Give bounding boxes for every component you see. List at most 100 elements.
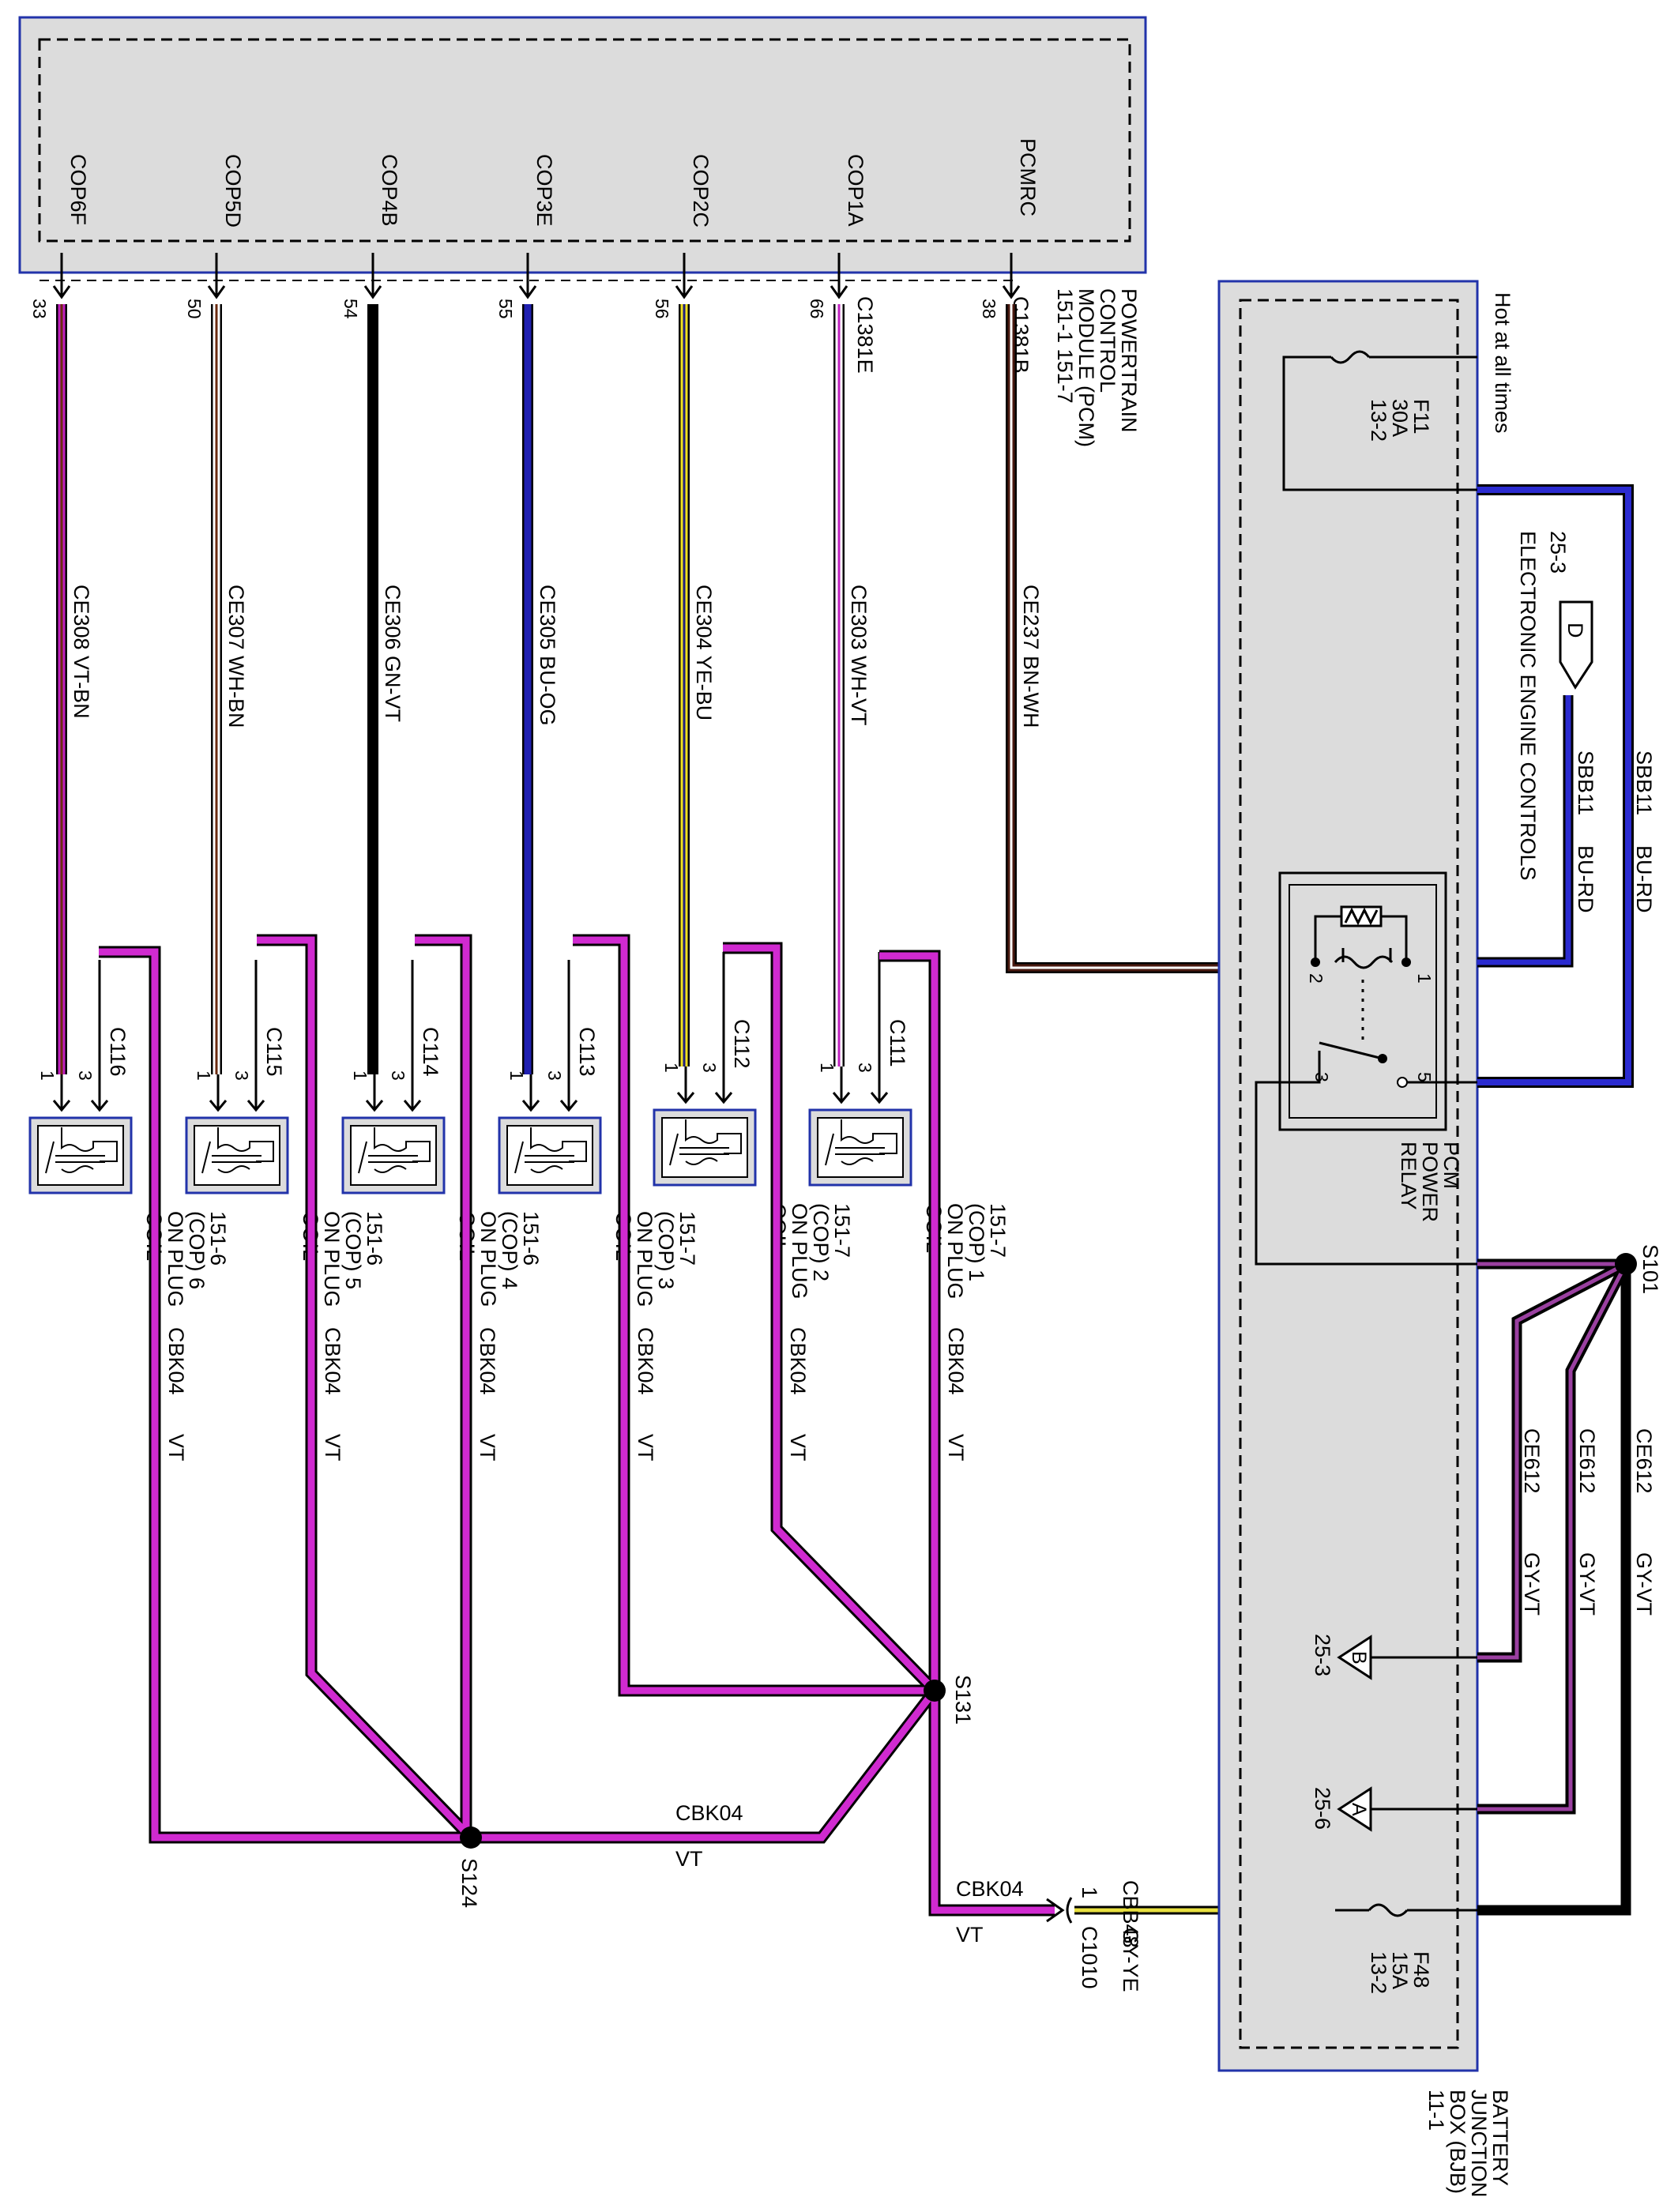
coil-label-line: (COP) 4 — [498, 1211, 521, 1289]
ce612-a-circuit: CE612 — [1632, 1428, 1656, 1494]
pin-arrow — [1002, 285, 1021, 299]
circuit-label: CE237 BN-WH — [1019, 585, 1043, 728]
c1010-pin: 1 — [1078, 1887, 1101, 1898]
pcm-pin-number: 50 — [184, 299, 205, 319]
pin-arrow — [363, 285, 382, 299]
sbb11-wire — [1477, 484, 1634, 1088]
coil-label-line: ON PLUG — [164, 1211, 187, 1307]
circuit-label: CE307 WH-BN — [224, 585, 248, 728]
battery-junction-box: BATTERYJUNCTIONBOX (BJB)11-1 Hot at all … — [1217, 280, 1514, 2198]
pcm-pin-label: COP4B — [378, 154, 401, 227]
relay-pin-2: 2 — [1306, 973, 1326, 984]
ref-b-page: 25-3 — [1311, 1634, 1334, 1676]
pcm-label-line: MODULE (PCM) — [1074, 288, 1098, 447]
relay-label-line: PCM — [1439, 1142, 1463, 1189]
cbk04-color-label: VT — [476, 1434, 499, 1462]
pin-arrow — [90, 1100, 109, 1112]
pin-arrow — [518, 285, 537, 299]
pin-arrow — [521, 1100, 540, 1112]
pin-arrow — [52, 1100, 71, 1112]
cbk04-bottom-color: VT — [675, 1847, 703, 1871]
coil-pin-1: 1 — [661, 1063, 682, 1073]
pcm-pin-label: COP5D — [221, 154, 245, 228]
coil-label-line: (COP) 2 — [809, 1203, 833, 1281]
pcm-pin-number: 54 — [340, 299, 361, 319]
cbk04-color-label: VT — [321, 1434, 344, 1462]
cbb48-circuit: CBB48 — [1119, 1880, 1142, 1948]
c1010-connector: 1 C1010 — [1046, 1887, 1101, 1989]
coil-pin-1: 1 — [37, 1070, 58, 1081]
splice-s124: S124 — [457, 1826, 482, 1908]
pcm-pin-label: PCMRC — [1016, 138, 1040, 216]
eec-page: 25-3 — [1546, 531, 1570, 574]
splice-s101: S101 — [1615, 1244, 1662, 1294]
circuit-label: CE305 BU-OG — [536, 585, 559, 726]
pin-arrow — [832, 1092, 851, 1104]
circuit-label: CE308 VT-BN — [70, 585, 93, 719]
pin-arrow — [209, 1100, 228, 1112]
bjb-label-line: BOX (BJB) — [1446, 2090, 1469, 2194]
pcm-pin-number: 38 — [979, 299, 999, 319]
svg-text:F4815A13-2: F4815A13-2 — [1367, 1951, 1433, 1994]
circuit-label: CE306 GN-VT — [381, 585, 404, 722]
cbk04-circuit-label: CBK04 — [476, 1327, 499, 1395]
eec-label: ELECTRONIC ENGINE CONTROLS — [1516, 531, 1540, 881]
coil-symbol — [201, 1127, 274, 1174]
ref-a-letter: A — [1348, 1803, 1370, 1816]
relay-pin-3: 3 — [1311, 1072, 1332, 1082]
ce612-c-color: GY-VT — [1520, 1552, 1544, 1616]
coil-connector-label: C115 — [262, 1027, 286, 1077]
cbk04-color-label: VT — [164, 1434, 188, 1462]
cbk04-color-label: VT — [786, 1434, 810, 1462]
pin-arrow — [830, 285, 848, 299]
sbb11-outer-circuit: SBB11 — [1632, 750, 1656, 815]
coil-label-line: 151-7 — [986, 1203, 1010, 1258]
pcm-pin-label: COP1A — [844, 154, 867, 227]
pcm-power-relay: 1 2 3 5 PCMPOWERRELAY — [1255, 871, 1477, 1266]
coil-label-line: 151-7 — [675, 1211, 699, 1266]
sbb11-inner-circuit: SBB11 — [1574, 750, 1597, 815]
coil-symbol — [45, 1127, 118, 1174]
coil-connector-label: C112 — [730, 1019, 754, 1069]
ce612-b-circuit: CE612 — [1575, 1428, 1599, 1494]
eec-reference: D 25-3 ELECTRONIC ENGINE CONTROLS — [1516, 531, 1593, 881]
pcm-label-line: CONTROL — [1096, 288, 1119, 393]
coil-pin-3: 3 — [231, 1070, 252, 1081]
bjb-label-line: BATTERY — [1488, 2090, 1512, 2186]
svg-text:POWERTRAINCONTROLMODULE (PCM)1: POWERTRAINCONTROLMODULE (PCM)151-1 151-7 — [1053, 288, 1141, 447]
pcm-label: POWERTRAINCONTROLMODULE (PCM)151-1 151-7 — [1053, 288, 1141, 447]
coil-label-line: ON PLUG — [476, 1211, 500, 1307]
circuit-label: CE304 YE-BU — [692, 585, 716, 720]
coil-connector-label: C113 — [575, 1027, 599, 1077]
f11-line: 30A — [1388, 399, 1412, 437]
splice-s124-label: S124 — [457, 1858, 481, 1908]
coil-label-line: ON PLUG — [788, 1203, 811, 1300]
pcm-pin-label: COP6F — [66, 154, 90, 225]
pcm-pin-label: COP3E — [532, 154, 556, 227]
coil-connector-label: C111 — [886, 1019, 909, 1067]
pcm-label-line: POWERTRAIN — [1117, 288, 1141, 433]
coil-label: COILON PLUG(COP) 6151-6 — [142, 1211, 230, 1307]
cbk04-c1010-circuit: CBK04 — [956, 1877, 1024, 1901]
cbk04-circuit-label: CBK04 — [164, 1327, 188, 1395]
pin-arrow — [676, 1092, 695, 1104]
pin-arrow — [714, 1092, 733, 1104]
pin-arrow — [675, 285, 694, 299]
coil-pin-1: 1 — [194, 1070, 214, 1081]
eec-letter: D — [1563, 623, 1587, 638]
ref-b-letter: B — [1348, 1651, 1370, 1665]
coil-pin-3: 3 — [388, 1070, 408, 1081]
sbb11-outer-color: BU-RD — [1632, 845, 1656, 913]
cbk04-circuit-label: CBK04 — [786, 1327, 810, 1395]
coil-pin-1: 1 — [817, 1063, 837, 1073]
coil-symbol — [825, 1119, 897, 1166]
bjb-label-line: JUNCTION — [1467, 2090, 1491, 2198]
coil-pin-3: 3 — [544, 1070, 565, 1081]
coil-label-line: (COP) 1 — [965, 1203, 988, 1281]
cbk04-harness — [99, 934, 1055, 1917]
coil-connector-label: C114 — [419, 1027, 442, 1077]
